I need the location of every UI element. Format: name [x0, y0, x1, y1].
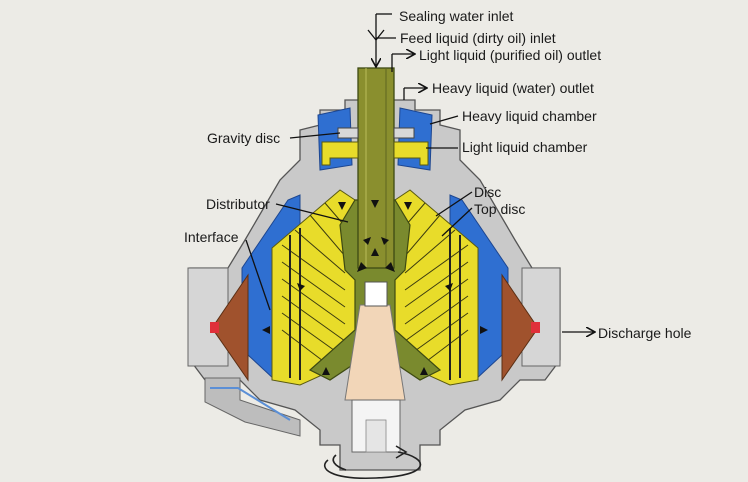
top-right-disc-shape — [393, 127, 415, 139]
spindle-top — [364, 281, 388, 307]
sludge-left — [211, 273, 249, 382]
label-discharge-hole: Discharge hole — [598, 325, 692, 341]
discharge-seal-left — [210, 322, 219, 333]
spindle-shaft-inner — [365, 419, 387, 453]
label-top-disc: Top disc — [474, 201, 526, 217]
label-feed-liquid-inlet: Feed liquid (dirty oil) inlet — [400, 30, 556, 46]
label-light-liquid-outlet: Light liquid (purified oil) outlet — [419, 47, 602, 63]
discharge-seal-right — [531, 322, 540, 333]
rotation-arrow — [323, 451, 422, 479]
label-interface: Interface — [184, 229, 239, 245]
disc-lines-left — [281, 202, 351, 380]
sealing-water-line — [210, 387, 291, 421]
sludge-right — [501, 273, 539, 382]
label-disc: Disc — [474, 184, 502, 200]
flow-arrows — [262, 200, 488, 375]
lower-left-piping — [204, 377, 301, 437]
label-distributor: Distributor — [206, 196, 270, 212]
leader-lines — [245, 13, 594, 332]
label-light-liquid-chamber: Light liquid chamber — [462, 139, 588, 155]
feed-pipe — [357, 67, 395, 269]
label-gravity-disc: Gravity disc — [207, 130, 281, 146]
label-heavy-liquid-chamber: Heavy liquid chamber — [462, 108, 597, 124]
label-sealing-water-inlet: Sealing water inlet — [399, 8, 514, 24]
light-liquid-ring-left — [321, 141, 359, 166]
gravity-disc-shape — [337, 127, 359, 139]
label-heavy-liquid-outlet: Heavy liquid (water) outlet — [432, 80, 594, 96]
light-liquid-ring-right — [393, 141, 429, 166]
